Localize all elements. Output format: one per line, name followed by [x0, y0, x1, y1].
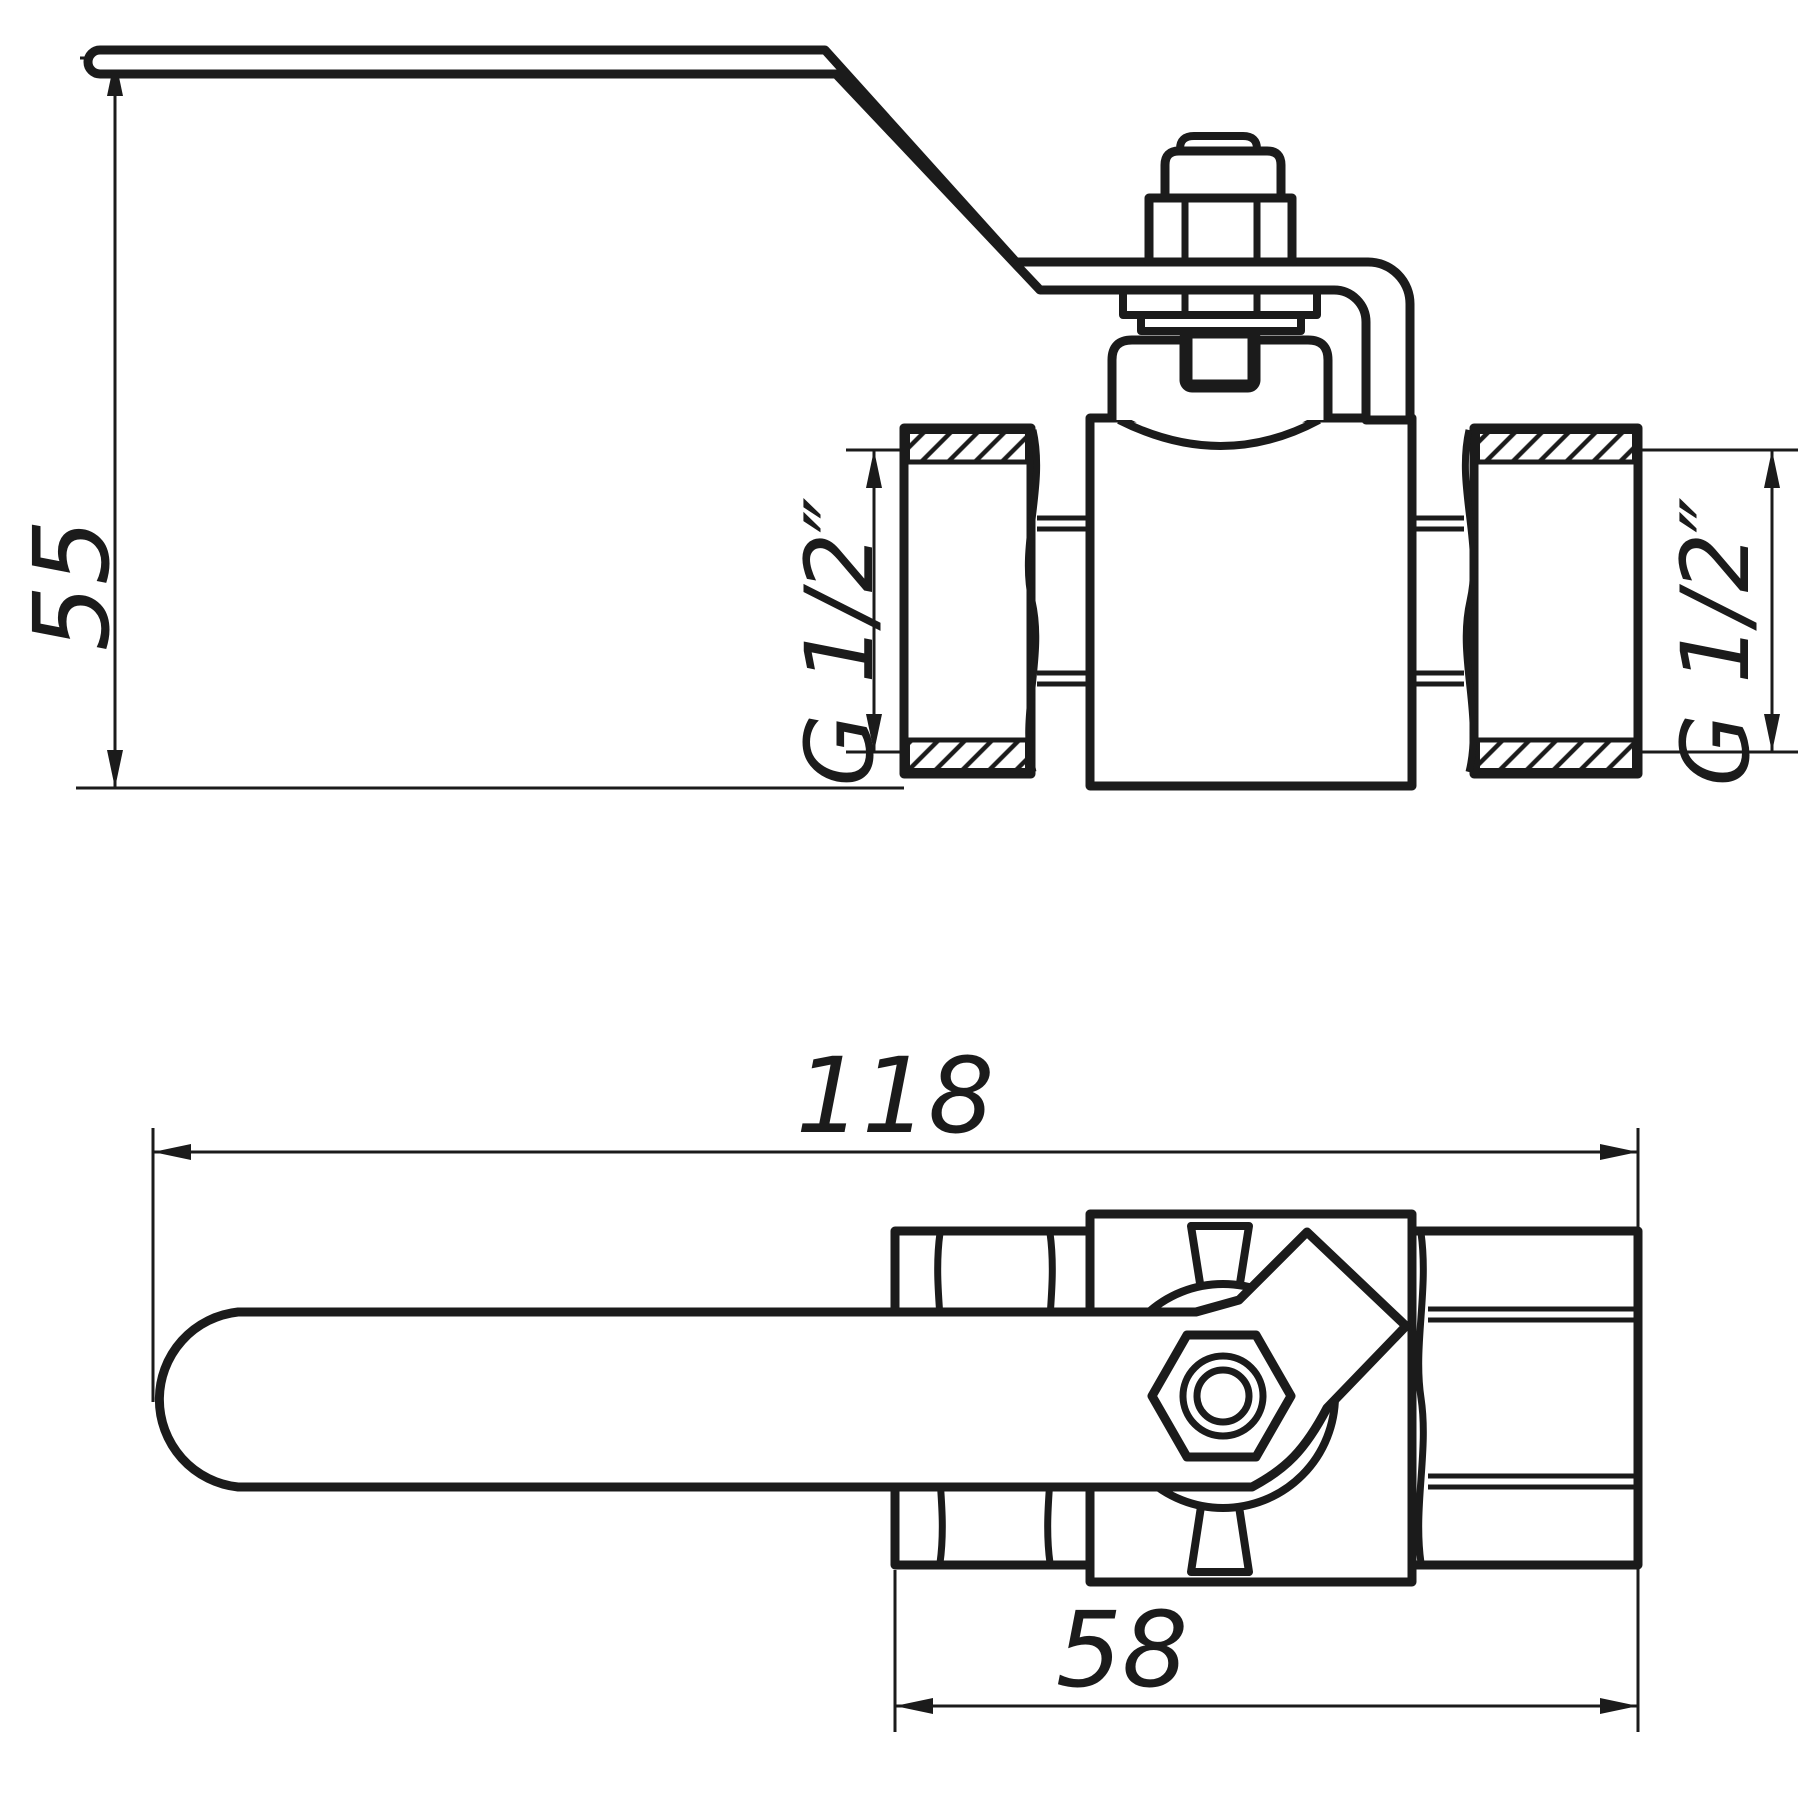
right-port-side — [1414, 423, 1643, 779]
dimension-58 — [893, 1570, 1638, 1732]
dim-label-58: 58 — [1056, 1589, 1188, 1711]
nut-cap — [1160, 146, 1286, 203]
dimension-thread-left — [846, 448, 908, 754]
thread-hatch-top-left — [906, 430, 1029, 464]
arrow-up-icon — [866, 450, 882, 488]
stem-square — [1179, 325, 1261, 393]
arrow-down-icon — [866, 714, 882, 752]
arrow-right-icon — [1600, 1144, 1638, 1160]
arrow-down-icon — [1764, 714, 1780, 752]
thread-hatch-bottom-left — [906, 738, 1029, 772]
dim-label-55: 55 — [11, 519, 133, 651]
thread-runout-curve — [1415, 1232, 1427, 1564]
left-port-side — [899, 423, 1088, 779]
handle-side — [83, 45, 1415, 425]
dim-label-thread-right: G 1/2″ — [1662, 497, 1771, 786]
dim-label-118: 118 — [796, 1035, 995, 1157]
stem-stack-side — [1107, 286, 1333, 420]
side-view — [76, 45, 1798, 791]
thread-runout-curve — [1461, 429, 1478, 773]
body-dome-arc — [1117, 416, 1321, 450]
arrow-down-icon — [107, 750, 123, 788]
dimension-118 — [151, 1128, 1640, 1732]
right-port-plan — [1407, 1226, 1643, 1570]
handle-plan — [154, 1227, 1411, 1492]
dimension-55 — [76, 56, 904, 790]
plan-view — [151, 1128, 1643, 1732]
stem-circle-inner — [1193, 1366, 1253, 1426]
nut-body — [1144, 193, 1297, 267]
valve-body-side — [1085, 413, 1417, 791]
thread-hatch-bottom-right — [1476, 738, 1636, 772]
arrow-right-icon — [1600, 1698, 1638, 1714]
thread-runout-curve — [1024, 429, 1041, 773]
dimension-thread-right — [1642, 448, 1798, 754]
dim-label-thread-left: G 1/2″ — [786, 497, 895, 786]
arrow-left-icon — [895, 1698, 933, 1714]
arrow-up-icon — [1764, 450, 1780, 488]
arrow-left-icon — [153, 1144, 191, 1160]
stem-nut-side — [1144, 132, 1297, 267]
thread-hatch-top-right — [1476, 430, 1636, 464]
